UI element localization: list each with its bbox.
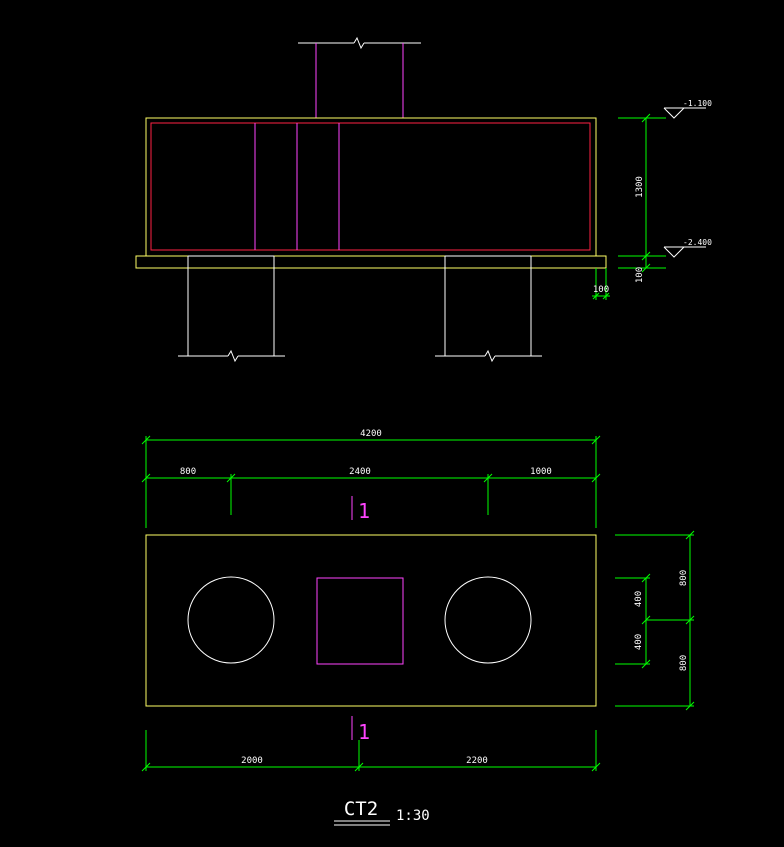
dim-overall-width: 4200 bbox=[360, 429, 382, 439]
pile-left-plan bbox=[187, 576, 275, 664]
plan-top-pile-dimension bbox=[141, 473, 601, 515]
plan-right-inner-dimension bbox=[615, 573, 651, 669]
dim-left-part: 2000 bbox=[241, 756, 263, 766]
dim-half-depth-top: 800 bbox=[679, 570, 689, 586]
elevation-vertical-dimensions bbox=[618, 113, 666, 273]
title-block: CT2 1:30 bbox=[334, 798, 430, 826]
pile-cap-outline bbox=[145, 117, 597, 257]
dim-column-half-bottom: 400 bbox=[634, 634, 644, 650]
dim-cap-height: 1300 bbox=[635, 176, 645, 198]
cushion-layer bbox=[135, 255, 607, 269]
section-mark-top-label: 1 bbox=[358, 499, 370, 523]
dim-half-depth-bottom: 800 bbox=[679, 655, 689, 671]
dim-pile-spacing: 2400 bbox=[349, 467, 371, 477]
column-plan bbox=[316, 577, 404, 665]
plan-top-overall-dimension bbox=[141, 435, 601, 528]
cushion-extension-dimension bbox=[592, 268, 610, 300]
dim-right-pile-to-edge: 1000 bbox=[530, 467, 552, 477]
plan-bottom-dimension bbox=[141, 730, 601, 772]
elevation-marker-top: -1.100 bbox=[663, 99, 712, 119]
elevation-view: -1.100 -2.400 1300 100 100 bbox=[135, 36, 712, 363]
right-pile bbox=[435, 255, 542, 363]
dim-column-half-top: 400 bbox=[634, 591, 644, 607]
pile-cap-plan-outline bbox=[145, 534, 597, 707]
column-bars bbox=[254, 123, 340, 250]
elevation-marker-bottom: -2.400 bbox=[663, 238, 712, 258]
dim-cushion-extension: 100 bbox=[593, 285, 609, 295]
left-pile bbox=[178, 255, 285, 363]
elevation-top-label: -1.100 bbox=[683, 99, 712, 108]
plan-right-outer-dimension bbox=[615, 530, 695, 711]
dim-cushion-thickness: 100 bbox=[635, 267, 645, 283]
column-stub bbox=[298, 36, 421, 118]
drawing-scale: 1:30 bbox=[396, 808, 430, 824]
dim-left-edge-to-pile: 800 bbox=[180, 467, 196, 477]
rebar-cage bbox=[150, 122, 591, 251]
dim-right-part: 2200 bbox=[466, 756, 488, 766]
drawing-title: CT2 bbox=[344, 798, 378, 820]
section-mark-bottom-label: 1 bbox=[358, 720, 370, 744]
plan-view: 4200 800 2400 1000 1 1 bbox=[141, 429, 695, 772]
pile-right-plan bbox=[444, 576, 532, 664]
elevation-bottom-label: -2.400 bbox=[683, 238, 712, 247]
